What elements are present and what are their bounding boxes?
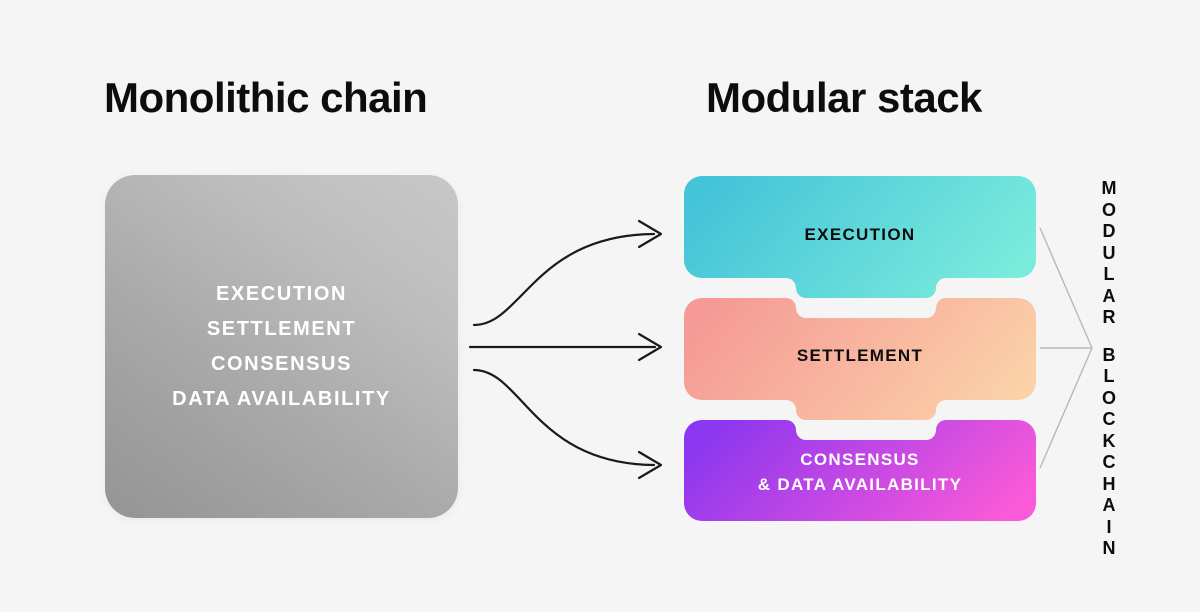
modular-piece-settlement[interactable] bbox=[684, 298, 1036, 420]
monolithic-chain-block: EXECUTION SETTLEMENT CONSENSUS DATA AVAI… bbox=[105, 175, 458, 518]
side-caption-char: L bbox=[1103, 366, 1115, 386]
side-caption-char: C bbox=[1102, 409, 1116, 429]
side-caption-char: N bbox=[1102, 538, 1116, 558]
monolithic-layer-settlement: SETTLEMENT bbox=[206, 317, 357, 340]
side-caption-char: A bbox=[1102, 285, 1116, 306]
side-caption-char: O bbox=[1101, 387, 1116, 408]
side-caption-char: R bbox=[1102, 307, 1116, 327]
side-caption-char: B bbox=[1102, 344, 1116, 365]
side-caption-char: I bbox=[1106, 516, 1112, 537]
bracket-line-execution bbox=[1039, 227, 1093, 349]
side-caption-char: C bbox=[1102, 452, 1116, 472]
page-title-monolithic: Monolithic chain bbox=[104, 74, 428, 121]
modular-piece-consensus[interactable] bbox=[684, 420, 1036, 521]
arrow-group bbox=[462, 195, 682, 495]
bracket-line-consensus bbox=[1039, 347, 1093, 469]
arrow-to-settlement bbox=[468, 332, 663, 362]
monolithic-layer-data-availability: DATA AVAILABILITY bbox=[172, 387, 391, 410]
monolithic-layer-consensus: CONSENSUS bbox=[210, 352, 353, 375]
bracket-connector bbox=[1036, 176, 1100, 521]
arrow-to-execution bbox=[472, 219, 663, 327]
side-caption-char: H bbox=[1102, 473, 1116, 494]
modular-piece-execution[interactable] bbox=[684, 176, 1036, 298]
page-title-modular: Modular stack bbox=[706, 74, 982, 121]
monolithic-layer-execution: EXECUTION bbox=[215, 282, 348, 305]
side-caption-char: A bbox=[1102, 495, 1116, 515]
side-caption-char: L bbox=[1103, 264, 1115, 284]
side-caption-char: D bbox=[1102, 221, 1116, 241]
arrow-to-consensus bbox=[472, 368, 663, 480]
side-caption-char: U bbox=[1102, 242, 1116, 263]
side-caption-char: K bbox=[1102, 430, 1116, 451]
side-caption-char: M bbox=[1101, 178, 1117, 198]
side-caption-char: O bbox=[1101, 199, 1116, 220]
modular-stack: EXECUTION SETTLEMENT bbox=[684, 176, 1036, 521]
